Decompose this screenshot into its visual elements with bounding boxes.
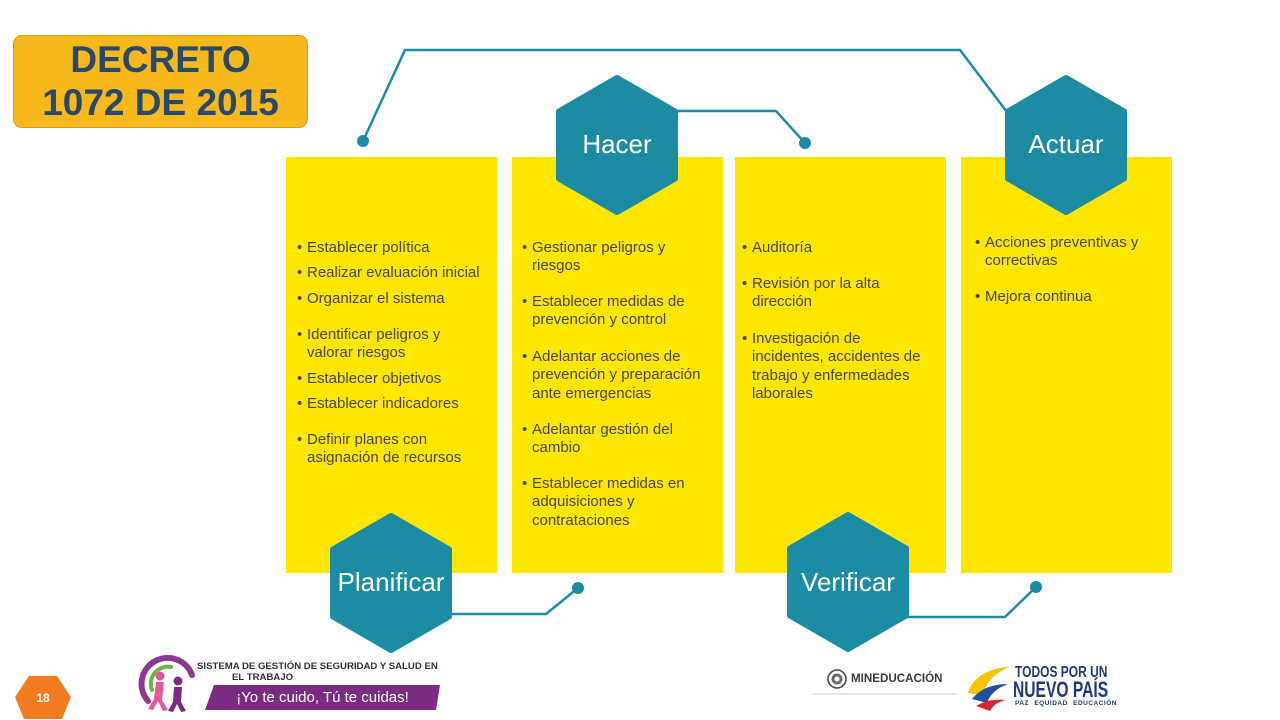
hacer-item: Establecer medidas en adquisiciones y co… bbox=[522, 475, 708, 530]
verificar-item: Auditoría bbox=[742, 239, 928, 258]
page-number-badge bbox=[15, 676, 71, 719]
mineducacion-seal-icon bbox=[827, 669, 847, 689]
hexagon-verificar-shape bbox=[787, 512, 909, 652]
hacer-item: Gestionar peligros y riesgos bbox=[522, 239, 708, 276]
decree-title-box: DECRETO 1072 DE 2015 bbox=[13, 35, 308, 128]
mineducacion-label: MINEDUCACIÓN bbox=[851, 672, 943, 685]
sgsst-slogan: ¡Yo te cuido, Tú te cuidas! bbox=[236, 689, 409, 706]
column-verificar: Auditoría Revisión por la alta dirección… bbox=[735, 157, 946, 573]
connector-dot-verificar bbox=[799, 137, 811, 149]
nuevo-pais-line2: NUEVO PAÍS bbox=[1013, 677, 1109, 702]
hexagon-actuar-shape bbox=[1005, 75, 1127, 215]
actuar-item: Acciones preventivas y correctivas bbox=[975, 234, 1161, 271]
hexagon-hacer: Hacer bbox=[556, 75, 678, 215]
connector-hacer-to-verificar bbox=[675, 109, 806, 144]
verificar-item: Revisión por la alta dirección bbox=[742, 275, 928, 312]
verificar-item: Investigación de incidentes, accidentes … bbox=[742, 330, 928, 404]
hexagon-planificar-label: Planificar bbox=[338, 567, 445, 597]
hacer-item: Establecer medidas de prevención y contr… bbox=[522, 293, 708, 330]
column-actuar: Acciones preventivas y correctivas Mejor… bbox=[961, 157, 1172, 573]
sgsst-slogan-banner bbox=[205, 685, 440, 710]
hexagon-planificar: Planificar bbox=[330, 513, 452, 653]
planificar-item: Realizar evaluación inicial bbox=[297, 264, 483, 283]
planificar-item: Identificar peligros y valorar riesgos bbox=[297, 326, 483, 363]
hacer-item: Adelantar acciones de prevención y prepa… bbox=[522, 348, 708, 403]
actuar-item: Mejora continua bbox=[975, 288, 1161, 307]
connector-verificar-to-actuar bbox=[906, 586, 1037, 619]
sgsst-title-line1: SISTEMA DE GESTIÓN DE SEGURIDAD Y SALUD … bbox=[197, 661, 438, 672]
sgsst-title-line2: EL TRABAJO bbox=[232, 672, 294, 683]
hexagon-actuar-label: Actuar bbox=[1028, 129, 1103, 159]
column-hacer: Gestionar peligros y riesgos Establecer … bbox=[512, 157, 723, 573]
sgsst-logo-icon bbox=[138, 654, 195, 712]
nuevo-pais-line1: TODOS POR UN bbox=[1015, 664, 1108, 681]
hexagon-hacer-label: Hacer bbox=[582, 129, 652, 159]
planificar-item: Organizar el sistema bbox=[297, 290, 483, 309]
page-number: 18 bbox=[36, 691, 50, 705]
connector-dot-planificar bbox=[357, 135, 369, 147]
planificar-item: Establecer indicadores bbox=[297, 395, 483, 414]
nuevo-pais-tagline: PAZ EQUIDAD EDUCACIÓN bbox=[1015, 700, 1117, 707]
column-planificar: Establecer política Realizar evaluación … bbox=[286, 157, 497, 573]
connector-actuar-to-planificar bbox=[361, 48, 1008, 142]
planificar-item: Definir planes con asignación de recurso… bbox=[297, 431, 483, 468]
todos-por-un-nuevo-pais-logo-icon bbox=[968, 667, 1009, 711]
hacer-item: Adelantar gestión del cambio bbox=[522, 421, 708, 458]
hexagon-hacer-shape bbox=[556, 75, 678, 215]
hexagon-verificar-label: Verificar bbox=[801, 567, 895, 597]
connector-planificar-to-hacer bbox=[449, 587, 579, 616]
planificar-item: Establecer objetivos bbox=[297, 370, 483, 389]
decree-title-line1: DECRETO bbox=[70, 39, 251, 80]
hexagon-planificar-shape bbox=[330, 513, 452, 653]
decree-title-line2: 1072 DE 2015 bbox=[42, 82, 279, 123]
hexagon-actuar: Actuar bbox=[1005, 75, 1127, 215]
connector-dot-hacer bbox=[572, 582, 584, 594]
hexagon-verificar: Verificar bbox=[787, 512, 909, 652]
planificar-item: Establecer política bbox=[297, 239, 483, 258]
connector-dot-actuar bbox=[1030, 581, 1042, 593]
